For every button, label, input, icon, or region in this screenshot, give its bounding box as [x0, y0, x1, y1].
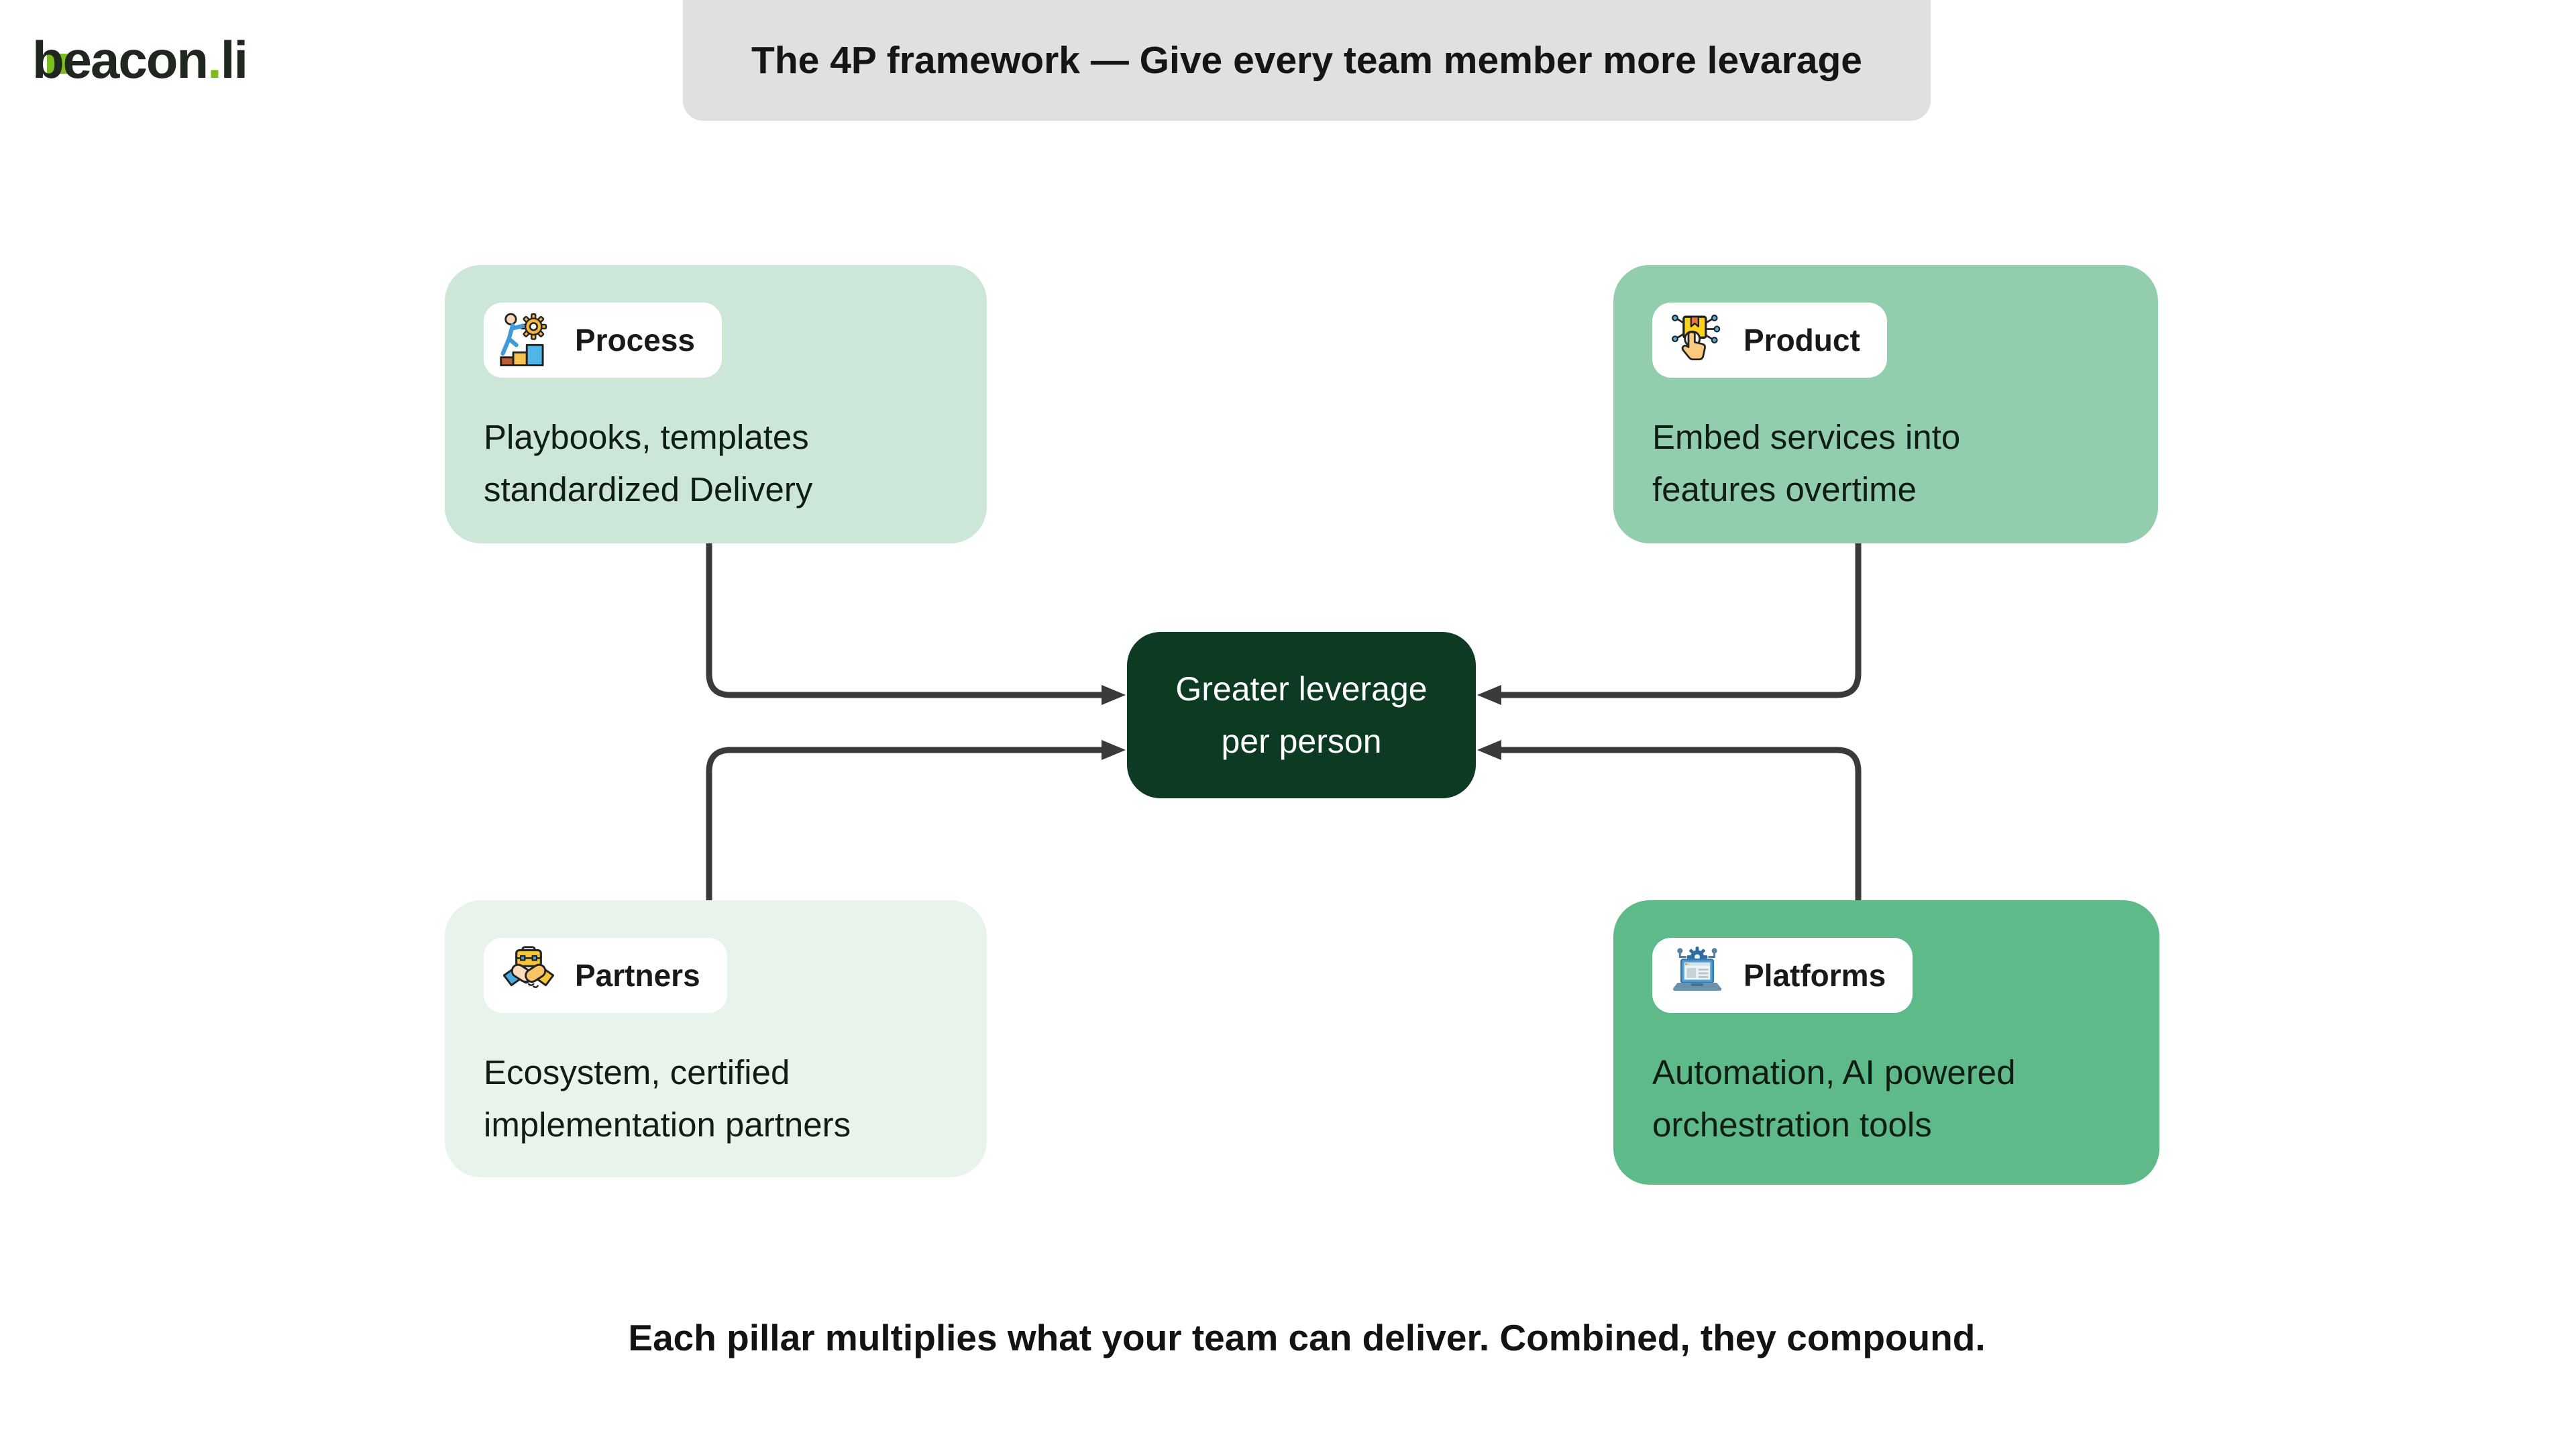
card-process: Process Playbooks, templates standardize… [445, 265, 987, 543]
card-product: Product Embed services into features ove… [1613, 265, 2158, 543]
card-process-description: Playbooks, templates standardized Delive… [484, 418, 813, 509]
footer-caption: Each pillar multiplies what your team ca… [628, 1317, 1986, 1358]
card-product-title: Product [1743, 323, 1860, 358]
arrow-process-to-center [706, 541, 1126, 705]
card-platforms: Platforms Automation, AI powered orchest… [1613, 900, 2159, 1185]
logo-dot: . [207, 30, 222, 89]
card-partners-pill: Partners [484, 938, 727, 1013]
arrow-partners-to-center [706, 740, 1126, 902]
card-partners: Partners Ecosystem, certified implementa… [445, 900, 987, 1177]
card-process-pill: Process [484, 303, 722, 378]
card-partners-title: Partners [575, 958, 700, 993]
page-title: The 4P framework — Give every team membe… [751, 39, 1862, 82]
logo-text-main: beacon [32, 30, 209, 89]
logo-text-tld: li [220, 30, 248, 89]
card-process-title: Process [575, 323, 696, 358]
card-product-description: Embed services into features overtime [1652, 418, 1961, 509]
brand-logo: beacon.li [32, 34, 248, 86]
card-platforms-pill: Platforms [1652, 938, 1913, 1013]
arrow-platforms-to-center [1477, 740, 1862, 902]
header-bar: The 4P framework — Give every team membe… [683, 0, 1931, 121]
hand-click-package-icon [1672, 315, 1721, 361]
card-product-pill: Product [1652, 303, 1887, 378]
person-climbing-stairs-gear-icon [500, 313, 547, 367]
arrow-product-to-center [1477, 541, 1862, 705]
laptop-gear-icon [1672, 947, 1722, 991]
handshake-briefcase-icon [502, 946, 555, 988]
center-outcome-box: Greater leverage per person [1127, 632, 1476, 798]
card-platforms-description: Automation, AI powered orchestration too… [1652, 1053, 2016, 1144]
card-platforms-title: Platforms [1743, 958, 1886, 993]
card-partners-description: Ecosystem, certified implementation part… [484, 1053, 851, 1144]
